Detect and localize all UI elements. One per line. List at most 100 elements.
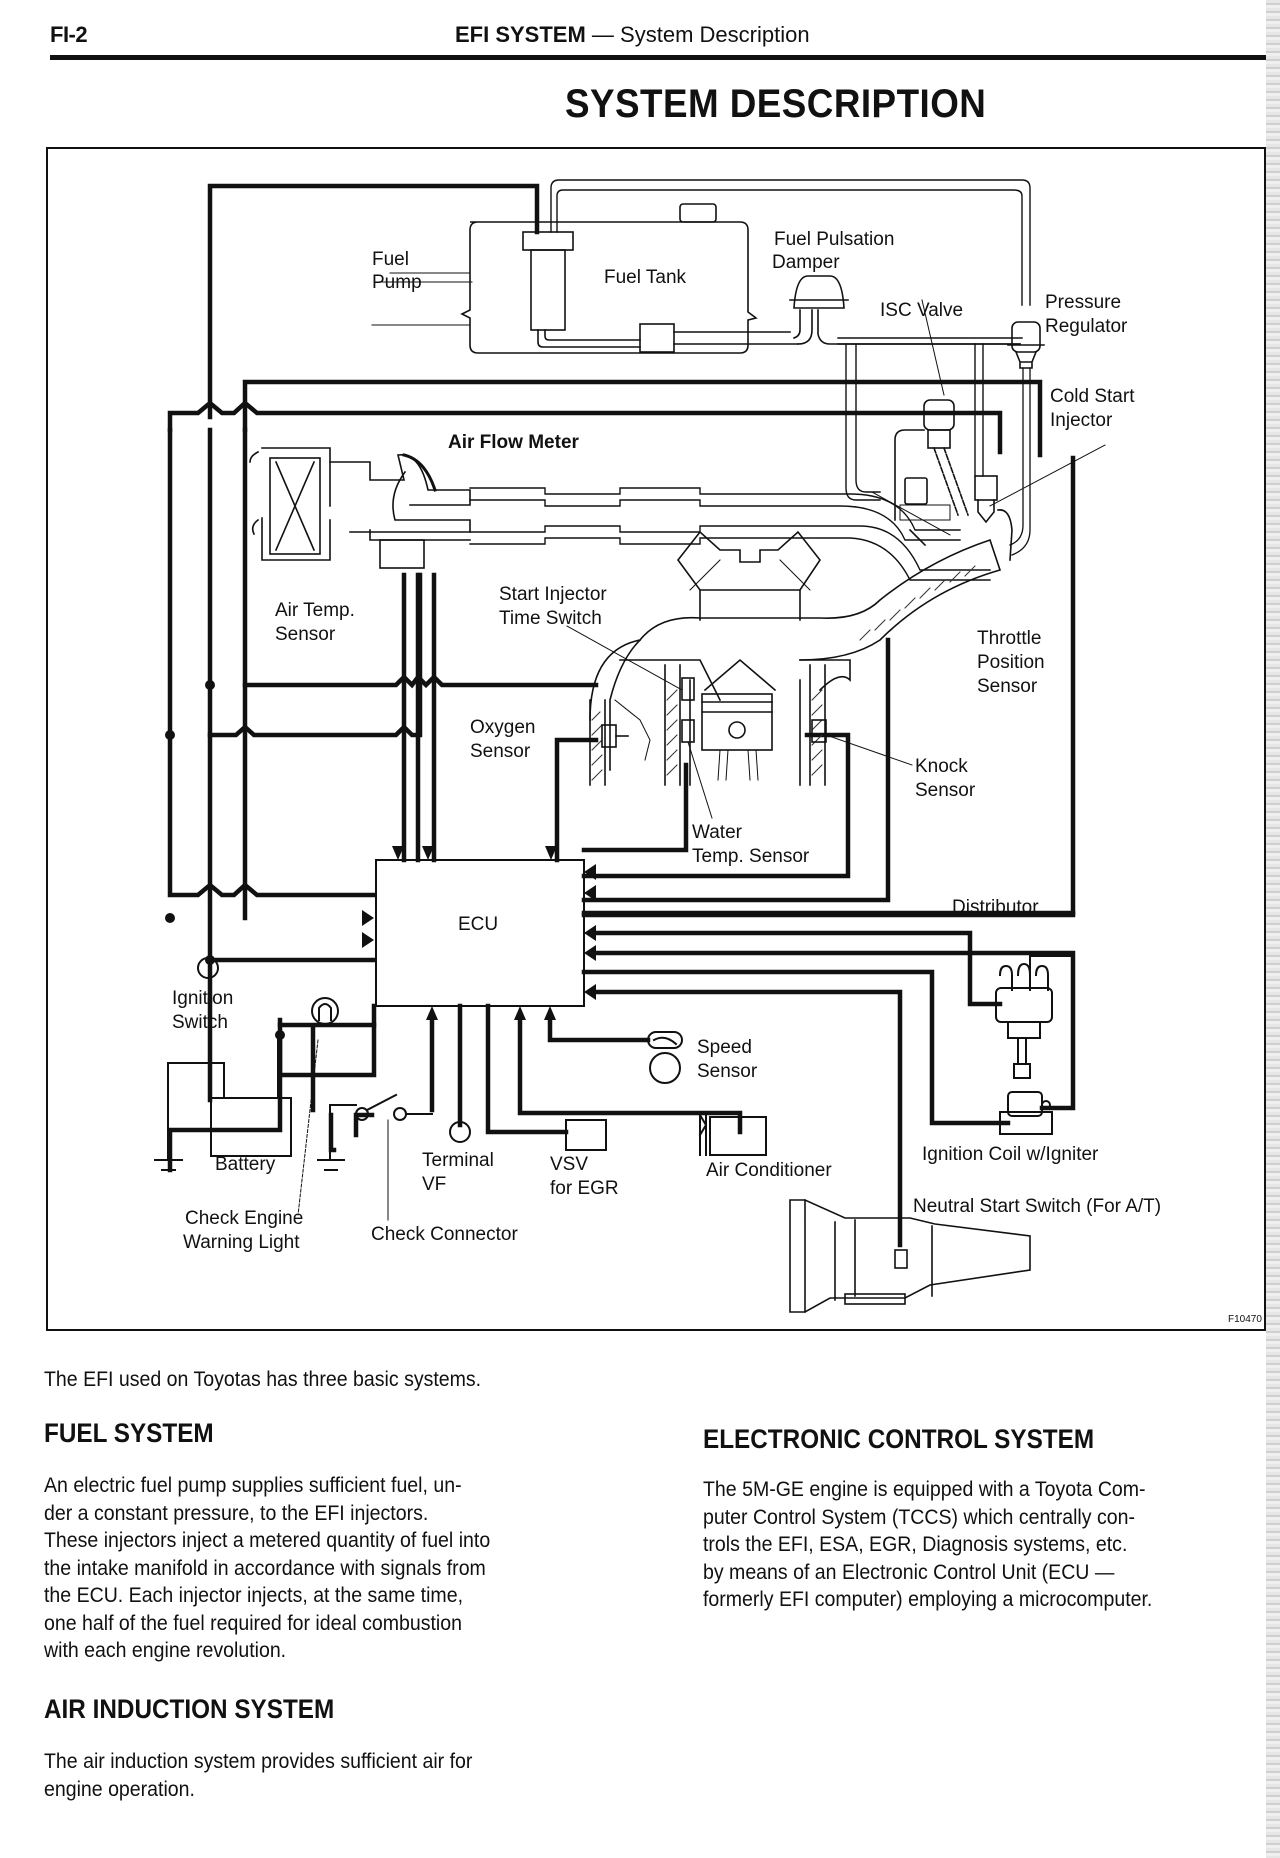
fuel-line: These injectors inject a metered quantit… (44, 1529, 491, 1552)
label-check-connector: Check Connector (371, 1224, 518, 1245)
label-knock-sensor-2: Sensor (915, 780, 976, 801)
label-battery: Battery (215, 1154, 276, 1175)
label-ignition-switch-2: Switch (172, 1012, 228, 1033)
fuel-line: the ECU. Each injector injects, at the s… (44, 1584, 463, 1607)
water-temp-sensor-icon (681, 719, 695, 743)
label-oxygen-sensor-2: Sensor (470, 741, 531, 762)
electronic-line: trols the EFI, ESA, EGR, Diagnosis syste… (703, 1533, 1128, 1556)
header-rule (50, 55, 1272, 60)
label-fuel-pulsation-damper-1: Fuel Pulsation (774, 229, 894, 250)
throttle-body-icon (899, 477, 951, 547)
label-ecu: ECU (458, 914, 498, 935)
heading-air-induction-system: AIR INDUCTION SYSTEM (44, 1694, 335, 1724)
start-injector-time-switch-icon (681, 677, 695, 701)
piston-icon (701, 693, 773, 751)
page-number: FI-2 (50, 22, 88, 47)
label-pressure-regulator-2: Regulator (1045, 316, 1128, 337)
page-binding-edge (1266, 0, 1280, 1858)
paragraph-air-induction-system: The air induction system provides suffic… (44, 1748, 591, 1803)
label-air-conditioner: Air Conditioner (706, 1160, 832, 1181)
isc-valve-icon (894, 399, 970, 521)
label-water-temp-sensor-1: Water (692, 822, 743, 843)
label-vsv-for-egr-2: for EGR (550, 1178, 619, 1199)
paragraph-fuel-system: An electric fuel pump supplies sufficien… (44, 1472, 591, 1665)
label-neutral-start-switch: Neutral Start Switch (For A/T) (913, 1196, 1161, 1217)
label-cold-start-injector-1: Cold Start (1050, 386, 1135, 407)
label-cold-start-injector-2: Injector (1050, 410, 1113, 431)
figure-frame (46, 147, 1266, 1331)
label-isc-valve: ISC Valve (880, 300, 963, 321)
air-line: engine operation. (44, 1777, 195, 1801)
diagram-labels: Fuel Pump Fuel Tank Fuel Pulsation Dampe… (172, 229, 1262, 1325)
running-header: EFI SYSTEM — System Description (455, 22, 810, 48)
fuel-line: the intake manifold in accordance with s… (44, 1556, 486, 1580)
ecu-input-arrows (362, 846, 596, 1020)
heading-electronic-control-system: ELECTRONIC CONTROL SYSTEM (703, 1424, 1095, 1454)
label-start-injector-time-switch-2: Time Switch (499, 608, 602, 629)
ground-icon (317, 1104, 357, 1171)
air-flow-meter-icon (329, 453, 471, 569)
efi-system-diagram: Fuel Pump Fuel Tank Fuel Pulsation Dampe… (46, 147, 1266, 1331)
label-throttle-position-sensor-2: Position (977, 652, 1045, 673)
air-line: The air induction system provides suffic… (44, 1750, 473, 1773)
speed-sensor-icon (647, 1031, 683, 1084)
fuel-pump-icon (522, 231, 574, 251)
label-terminal-vf-2: VF (422, 1174, 446, 1195)
battery-icon (154, 1034, 292, 1171)
running-header-separator: — (591, 22, 614, 47)
pressure-regulator-icon (1007, 321, 1045, 556)
fuel-tank (460, 203, 799, 354)
label-speed-sensor-1: Speed (697, 1037, 752, 1058)
label-water-temp-sensor-2: Temp. Sensor (692, 846, 810, 867)
label-air-flow-meter: Air Flow Meter (448, 432, 580, 453)
electronic-line: by means of an Electronic Control Unit (… (703, 1560, 1115, 1584)
fuel-pulsation-damper-icon (789, 275, 1021, 345)
electronic-line: formerly EFI computer) employing a micro… (703, 1588, 1153, 1611)
running-header-section: EFI SYSTEM (455, 22, 586, 47)
label-knock-sensor-1: Knock (915, 756, 968, 777)
label-speed-sensor-2: Sensor (697, 1061, 758, 1082)
label-vsv-for-egr-1: VSV (550, 1154, 588, 1175)
label-start-injector-time-switch-1: Start Injector (499, 584, 607, 605)
terminal-vf-icon (449, 1121, 471, 1143)
cold-start-injector-icon (974, 475, 1013, 561)
ignition-coil-icon (999, 1091, 1053, 1135)
label-throttle-position-sensor-1: Throttle (977, 628, 1041, 649)
label-fuel-pulsation-damper-2: Damper (772, 252, 840, 273)
check-engine-light-icon (311, 997, 339, 1025)
heading-fuel-system: FUEL SYSTEM (44, 1418, 214, 1448)
electronic-line: The 5M-GE engine is equipped with a Toyo… (703, 1478, 1146, 1501)
label-fuel-pump-1: Fuel (372, 249, 409, 270)
figure-code: F10470 (1228, 1314, 1262, 1325)
fuel-line: der a constant pressure, to the EFI inje… (44, 1501, 429, 1525)
intro-text: The EFI used on Toyotas has three basic … (44, 1368, 482, 1391)
page-title: SYSTEM DESCRIPTION (565, 82, 987, 126)
running-header-subsection: System Description (620, 22, 810, 47)
label-fuel-tank: Fuel Tank (604, 267, 687, 288)
engine-block-icon (589, 530, 1002, 786)
label-terminal-vf-1: Terminal (422, 1150, 494, 1171)
label-distributor: Distributor (952, 897, 1039, 918)
electronic-line: puter Control System (TCCS) which centra… (703, 1505, 1135, 1529)
label-oxygen-sensor-1: Oxygen (470, 717, 535, 738)
label-check-engine-light-1: Check Engine (185, 1208, 303, 1229)
knock-sensor-icon (811, 719, 827, 743)
fuel-line: one half of the fuel required for ideal … (44, 1611, 462, 1635)
label-pressure-regulator-1: Pressure (1045, 292, 1121, 313)
check-connector-icon (355, 1093, 433, 1121)
label-ignition-switch-1: Ignition (172, 988, 233, 1009)
air-cleaner-icon (249, 447, 331, 561)
oxygen-sensor-icon (601, 724, 617, 748)
fuel-line: An electric fuel pump supplies sufficien… (44, 1474, 462, 1497)
label-ignition-coil: Ignition Coil w/Igniter (922, 1144, 1099, 1165)
label-check-engine-light-2: Warning Light (183, 1232, 300, 1253)
label-fuel-pump-2: Pump (372, 272, 422, 293)
label-throttle-position-sensor-3: Sensor (977, 676, 1038, 697)
wiring-harness (167, 183, 1076, 1103)
air-conditioner-icon (698, 1113, 767, 1156)
vsv-icon (565, 1119, 607, 1151)
paragraph-electronic-control-system: The 5M-GE engine is equipped with a Toyo… (703, 1476, 1280, 1614)
label-air-temp-sensor-2: Sensor (275, 624, 336, 645)
ignition-switch-icon (197, 957, 219, 979)
intake-pipe (469, 487, 991, 581)
